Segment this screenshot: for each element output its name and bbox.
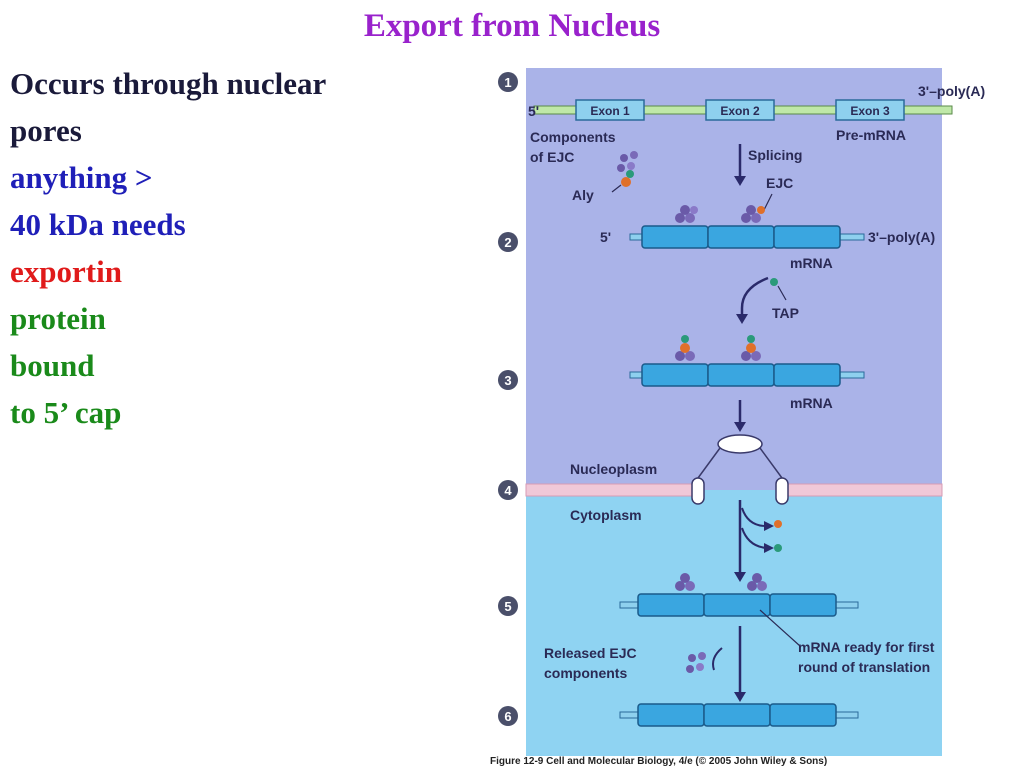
exon-2-box: Exon 2 [705, 99, 775, 121]
exon-1-box: Exon 1 [575, 99, 645, 121]
figure-caption: Figure 12-9 Cell and Molecular Biology, … [490, 756, 827, 767]
bullet-line: bound [10, 348, 95, 383]
bullet-line: exportin [10, 254, 122, 289]
mrna-strand-6 [619, 703, 859, 727]
svg-text:Exon 3: Exon 3 [850, 104, 890, 118]
released-aly-tap [774, 520, 782, 552]
ejc-complex-2b [741, 205, 765, 223]
mrna-strand-2 [629, 225, 865, 249]
pre-mrna-label: Pre-mRNA [836, 127, 906, 143]
mrna-label-2: mRNA [790, 255, 833, 271]
bullet-line: Occurs through nuclear [10, 66, 327, 101]
splicing-label: Splicing [748, 147, 802, 163]
ejc-complex-2a [675, 205, 698, 223]
ready-label-line2: round of translation [798, 659, 930, 675]
components-label-line1: Components [530, 129, 616, 145]
released-label-line1: Released EJC [544, 645, 637, 661]
mrna-export-figure: 1 2 3 4 5 6 Exon 1 Exon 2 Exon 3 5' [480, 58, 985, 767]
svg-text:4: 4 [504, 483, 512, 498]
export-arrows [734, 500, 774, 582]
down-arrow-3 [734, 400, 746, 432]
mrna-label-3: mRNA [790, 395, 833, 411]
release-arrow [712, 626, 746, 702]
svg-text:6: 6 [504, 709, 511, 724]
cytoplasm-label: Cytoplasm [570, 507, 642, 523]
exon-3-box: Exon 3 [835, 99, 905, 121]
bullet-line: to 5’ cap [10, 395, 122, 430]
three-polya-label-2: 3'–poly(A) [868, 229, 935, 245]
nuclear-membrane-left [525, 483, 693, 497]
nuclear-pore-complex [691, 434, 789, 505]
ejc-tap-complex-3b [741, 335, 761, 361]
svg-text:3: 3 [504, 373, 511, 388]
svg-text:5: 5 [504, 599, 511, 614]
components-label-line2: of EJC [530, 149, 574, 165]
ejc-pointer [763, 193, 773, 211]
five-prime-label-1: 5' [528, 103, 539, 119]
tap-arrow [736, 276, 769, 324]
mrna-strand-5 [619, 593, 859, 617]
step-number-5: 5 [498, 596, 518, 616]
slide-title: Export from Nucleus [363, 8, 661, 44]
nucleoplasm-label: Nucleoplasm [570, 461, 657, 477]
ejc-label: EJC [766, 175, 793, 191]
nuclear-membrane-right [785, 483, 943, 497]
ready-pointer [759, 609, 801, 647]
aly-label: Aly [572, 187, 594, 203]
ejc-tap-complex-3a [675, 335, 695, 361]
released-label-line2: components [544, 665, 627, 681]
five-prime-label-2: 5' [600, 229, 611, 245]
pre-mrna-strand: Exon 1 Exon 2 Exon 3 [533, 99, 953, 121]
step-number-2: 2 [498, 232, 518, 252]
bullet-line: pores [10, 113, 82, 148]
left-white-strip [480, 58, 526, 756]
tap-protein [770, 278, 787, 301]
step-number-4: 4 [498, 480, 518, 500]
ejc-complex-5b [747, 573, 767, 591]
step-number-1: 1 [498, 72, 518, 92]
splicing-arrow [734, 144, 746, 186]
mrna-strand-3 [629, 363, 865, 387]
released-ejc-cluster [686, 652, 706, 673]
bullet-line: protein [10, 301, 106, 336]
ejc-components-cluster [617, 151, 638, 172]
tap-label: TAP [772, 305, 799, 321]
svg-text:Exon 1: Exon 1 [590, 104, 630, 118]
bullet-text-block: Occurs through nuclear pores anything > … [10, 60, 326, 436]
step-number-6: 6 [498, 706, 518, 726]
aly-protein [611, 170, 634, 193]
ejc-complex-5a [675, 573, 695, 591]
nucleus-region [526, 68, 942, 490]
svg-text:Exon 2: Exon 2 [720, 104, 760, 118]
svg-text:1: 1 [504, 75, 511, 90]
ready-label-line1: mRNA ready for first [798, 639, 935, 655]
bullet-line: 40 kDa needs [10, 207, 186, 242]
svg-text:2: 2 [504, 235, 511, 250]
bullet-line: anything > [10, 160, 153, 195]
step-number-3: 3 [498, 370, 518, 390]
three-polya-label-1: 3'–poly(A) [918, 83, 985, 99]
